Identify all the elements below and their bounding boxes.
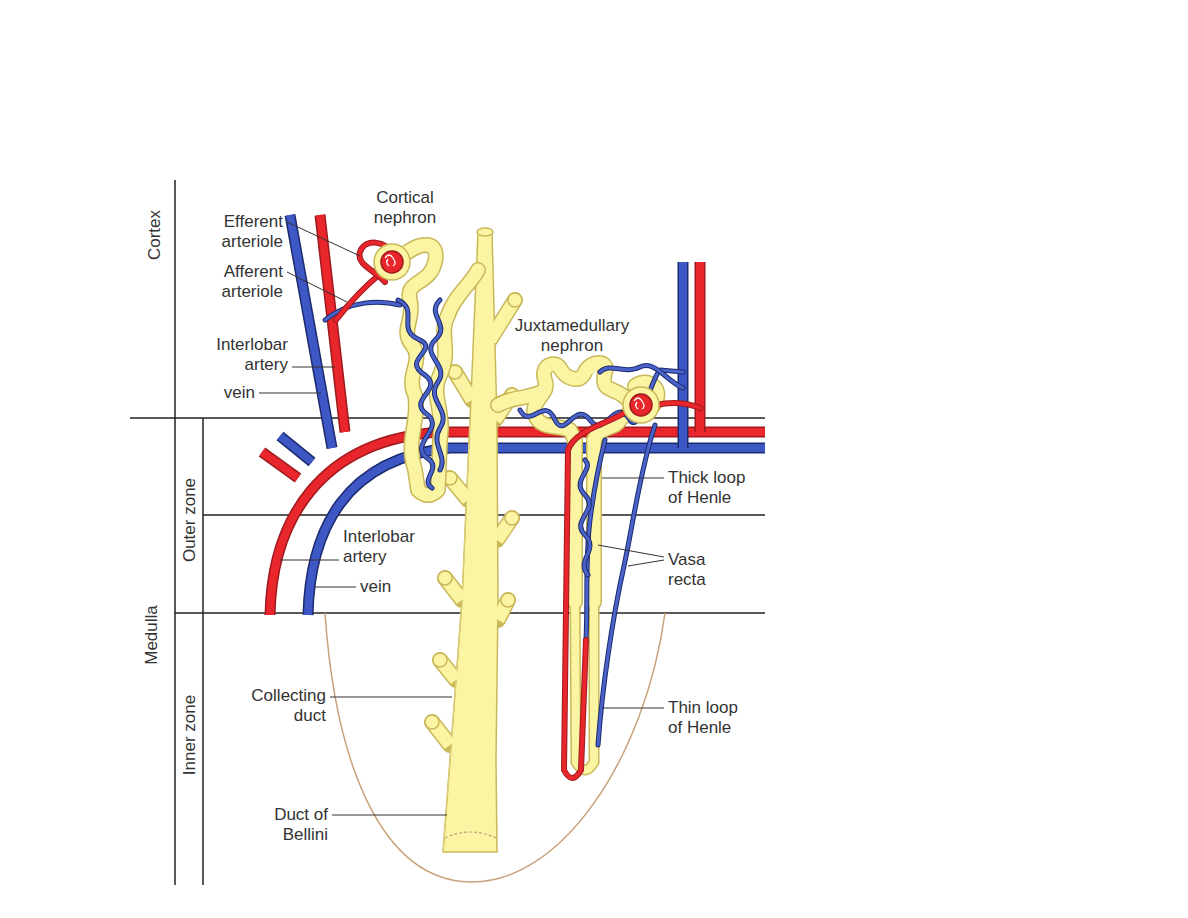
zone-label: Outer zone — [180, 478, 200, 562]
zone-label: Cortex — [145, 210, 165, 260]
part-label: Juxtamedullary nephron — [502, 316, 642, 355]
part-label: Thick loop of Henle — [668, 468, 752, 507]
part-label: Cortical nephron — [360, 188, 450, 227]
capillaries — [325, 243, 700, 778]
part-label: vein — [360, 577, 420, 597]
zone-label: Medulla — [142, 605, 162, 665]
large-vessels — [262, 215, 765, 615]
part-label: Efferent arteriole — [203, 212, 283, 251]
nephron-tubules — [400, 245, 657, 770]
part-label: Vasa recta — [668, 550, 728, 589]
part-label: Interlobar artery — [343, 527, 433, 566]
zone-lines — [130, 180, 765, 885]
glomeruli — [374, 244, 659, 423]
zone-label: Inner zone — [180, 695, 200, 775]
part-label: Duct of Bellini — [248, 805, 328, 844]
part-label: Thin loop of Henle — [668, 698, 752, 737]
part-label: Afferent arteriole — [203, 262, 283, 301]
part-label: Interlobar artery — [198, 335, 288, 374]
part-label: vein — [195, 383, 255, 403]
part-label: Collecting duct — [236, 686, 326, 725]
collecting-duct — [425, 228, 522, 852]
leader-lines — [259, 222, 664, 815]
